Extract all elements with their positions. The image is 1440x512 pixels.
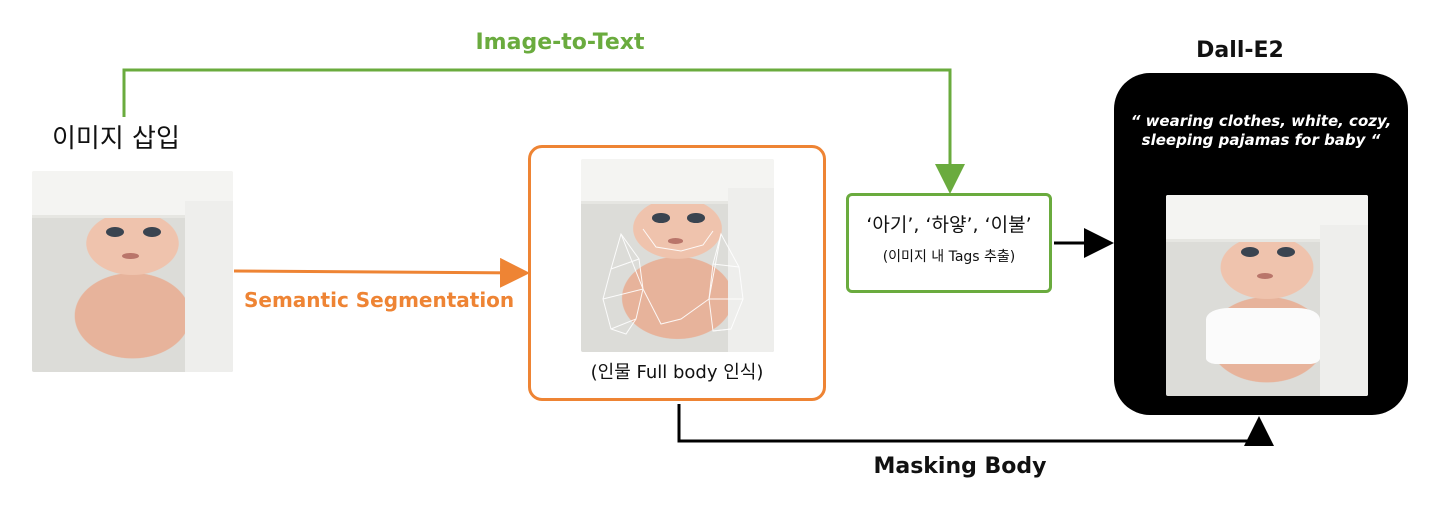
- image-to-text-label: Image-to-Text: [475, 30, 645, 55]
- prompt-line-2: sleeping pajamas for baby “: [1141, 131, 1381, 149]
- right-eye-shape: [687, 213, 705, 223]
- dalle-prompt: “ wearing clothes, white, cozy, sleeping…: [1114, 112, 1408, 150]
- left-eye-shape: [1240, 247, 1259, 258]
- masking-body-label: Masking Body: [873, 454, 1047, 479]
- body-mesh-overlay: [602, 228, 744, 335]
- segmented-baby-photo: [581, 159, 774, 352]
- body-recognition-caption: (인물 Full body 인식): [590, 362, 764, 383]
- generated-baby-photo: [1166, 195, 1368, 396]
- left-eye-shape: [106, 227, 125, 238]
- mouth-shape: [667, 238, 684, 244]
- dalle-title: Dall-E2: [1196, 38, 1284, 63]
- tags-subcaption: (이미지 내 Tags 추출): [882, 249, 1016, 265]
- insert-image-label: 이미지 삽입: [52, 124, 180, 154]
- mouth-shape: [122, 253, 139, 260]
- image-to-text-arrow: [122, 68, 965, 194]
- white-clothes-shape: [1206, 307, 1320, 364]
- tags-box: [846, 193, 1052, 293]
- left-eye-shape: [652, 213, 670, 223]
- prompt-line-1: “ wearing clothes, white, cozy,: [1130, 112, 1392, 130]
- segmentation-box: [528, 145, 826, 401]
- segmentation-arrow: [233, 257, 530, 288]
- input-baby-photo: [32, 171, 233, 372]
- right-eye-shape: [1277, 247, 1296, 258]
- side-blanket-shape: [1319, 225, 1368, 396]
- extracted-tags: ‘아기’, ‘하얗’, ‘이불’: [866, 214, 1032, 236]
- mouth-shape: [1256, 273, 1274, 280]
- side-blanket-shape: [727, 187, 774, 352]
- side-blanket-shape: [184, 201, 233, 372]
- masking-body-arrow: [677, 404, 1274, 446]
- semantic-segmentation-label: Semantic Segmentation: [244, 288, 515, 312]
- right-eye-shape: [142, 227, 161, 238]
